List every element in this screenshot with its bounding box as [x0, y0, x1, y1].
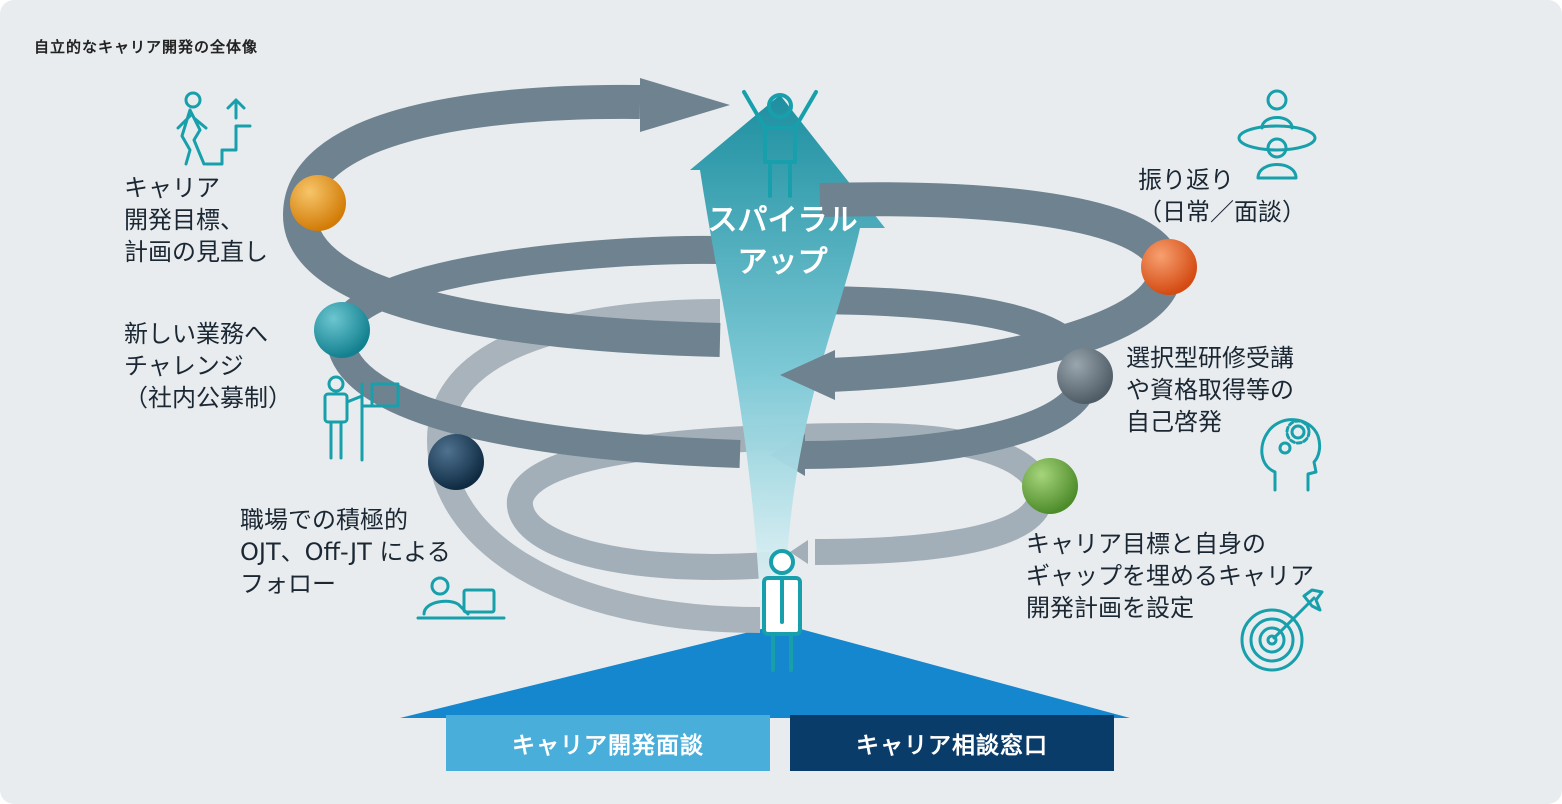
spiral-up-label-line-1: スパイラル — [707, 203, 858, 238]
step-label-self-development: 選択型研修受講 や資格取得等の 自己啓発 — [1126, 342, 1294, 438]
spiral-band-lowest — [506, 422, 1054, 580]
step-label-line: OJT、Off-JT による — [240, 538, 451, 566]
step-ball-6 — [1022, 458, 1078, 514]
step-label-reflection: 振り返り （日常／面談） — [1138, 164, 1306, 228]
meeting-people-icon — [1237, 89, 1317, 180]
spiral-up-arrow — [690, 95, 885, 600]
step-ball-1 — [290, 175, 346, 231]
person-laptop-icon — [416, 576, 506, 620]
cheering-person-icon — [742, 90, 818, 198]
step-label-line: ギャップを埋めるキャリア — [1026, 562, 1314, 590]
step-label-line: チャレンジ — [124, 352, 244, 380]
person-with-flag-icon — [323, 375, 400, 462]
standing-person-icon — [762, 549, 802, 672]
step-ball-3 — [314, 302, 370, 358]
target-arrow-icon — [1240, 588, 1324, 672]
step-label-line: 選択型研修受講 — [1126, 344, 1294, 372]
step-label-line: や資格取得等の — [1126, 376, 1294, 404]
step-ball-2 — [1141, 239, 1197, 295]
step-label-line: （社内公募制） — [124, 384, 292, 412]
diagram-title: 自立的なキャリア開発の全体像 — [34, 38, 259, 56]
base-triangle — [400, 624, 1130, 718]
step-label-line: 自己啓発 — [1126, 408, 1222, 436]
step-label-new-challenge: 新しい業務へ チャレンジ （社内公募制） — [124, 318, 292, 414]
arrowhead-top — [640, 78, 730, 132]
step-ball-4 — [1057, 348, 1113, 404]
step-label-line: フォロー — [240, 570, 336, 598]
head-gears-icon — [1260, 418, 1322, 492]
step-label-line: 計画の見直し — [124, 238, 268, 266]
step-label-ojt-followup: 職場での積極的 OJT、Off-JT による フォロー — [240, 504, 451, 600]
arrowhead-lowest — [790, 540, 808, 564]
spiral-up-label-line-2: アップ — [737, 245, 828, 280]
step-ball-5 — [428, 434, 484, 490]
step-label-line: 開発計画を設定 — [1026, 594, 1194, 622]
step-label-line: 振り返り — [1138, 166, 1234, 194]
arrowhead-top-return — [780, 350, 835, 400]
career-interview-button[interactable]: キャリア開発面談 — [446, 715, 770, 771]
step-label-line: 開発目標、 — [124, 206, 244, 234]
step-label-career-plan: キャリア目標と自身の ギャップを埋めるキャリア 開発計画を設定 — [1026, 528, 1314, 624]
step-label-line: キャリア目標と自身の — [1026, 530, 1266, 558]
step-label-line: キャリア — [124, 174, 220, 202]
career-consult-button[interactable]: キャリア相談窓口 — [790, 715, 1114, 771]
step-label-line: 職場での積極的 — [240, 506, 408, 534]
step-label-review-plan: キャリア 開発目標、 計画の見直し — [124, 172, 268, 268]
walking-upstairs-icon — [176, 91, 252, 166]
spiral-up-label: スパイラル アップ — [700, 200, 865, 284]
step-label-line: （日常／面談） — [1138, 198, 1306, 226]
step-label-line: 新しい業務へ — [124, 320, 268, 348]
